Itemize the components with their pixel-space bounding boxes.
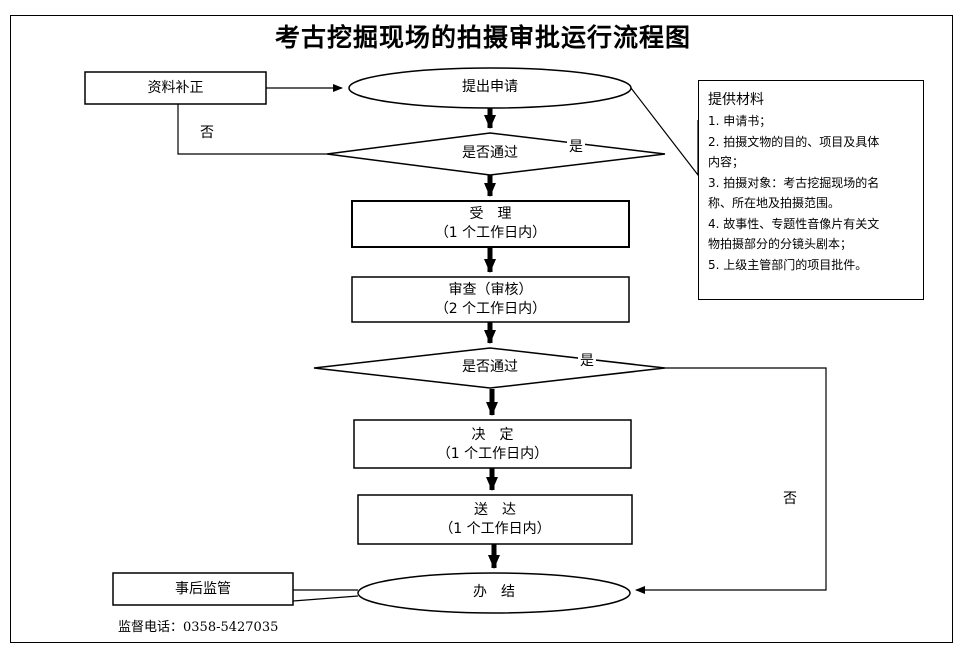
check1-label: 是否通过 bbox=[462, 145, 518, 161]
supervision-phone: 监督电话：0358-5427035 bbox=[118, 620, 279, 635]
decide-label: 决 定 （1 个工作日内） bbox=[354, 426, 631, 464]
materials-item: 4. 故事性、专题性音像片有关文 bbox=[708, 216, 880, 231]
materials-item: 1. 申请书； bbox=[708, 114, 772, 128]
materials-box: 提供材料 1. 申请书； 2. 拍摄文物的目的、项目及具体 内容； 3. 拍摄对… bbox=[698, 80, 924, 300]
materials-item: 2. 拍摄文物的目的、项目及具体 bbox=[708, 134, 880, 149]
materials-heading: 提供材料 bbox=[708, 92, 764, 108]
yes-label-1: 是 bbox=[567, 136, 585, 156]
finish-node bbox=[357, 572, 631, 614]
materials-item: 5. 上级主管部门的项目批件。 bbox=[708, 257, 868, 272]
decide-duration: （1 个工作日内） bbox=[436, 446, 549, 462]
review-node bbox=[351, 276, 630, 323]
materials-item: 称、所在地及拍摄范围。 bbox=[708, 196, 841, 210]
decide-node bbox=[353, 419, 632, 469]
thin-connectors bbox=[177, 84, 827, 602]
deliver-duration: （1 个工作日内） bbox=[439, 521, 551, 537]
supervise-label: 事后监管 bbox=[175, 581, 231, 597]
supplement-label: 资料补正 bbox=[147, 80, 204, 96]
apply-label: 提出申请 bbox=[462, 79, 518, 95]
check2-label: 是否通过 bbox=[462, 359, 518, 375]
yes-label-2: 是 bbox=[578, 350, 596, 370]
accept-label: 受 理 （1 个工作日内） bbox=[352, 205, 629, 243]
review-title: 审查（审核） bbox=[448, 282, 533, 298]
supplement-node bbox=[84, 71, 267, 105]
deliver-title: 送 达 bbox=[474, 502, 516, 518]
no-label-1: 否 bbox=[200, 125, 214, 141]
materials-item: 3. 拍摄对象：考古挖掘现场的名 bbox=[708, 175, 880, 190]
decide-title: 决 定 bbox=[471, 427, 514, 443]
review-duration: （2 个工作日内） bbox=[434, 301, 547, 317]
accept-title: 受 理 bbox=[469, 206, 512, 222]
page-border bbox=[10, 15, 953, 643]
materials-item: 物拍摄部分的分镜头剧本； bbox=[708, 237, 853, 251]
deliver-label: 送 达 （1 个工作日内） bbox=[358, 501, 632, 539]
review-label: 审查（审核） （2 个工作日内） bbox=[352, 281, 629, 319]
finish-label: 办 结 bbox=[473, 584, 515, 600]
no-label-2: 否 bbox=[783, 491, 797, 507]
deliver-node bbox=[357, 494, 633, 545]
materials-callout bbox=[630, 87, 699, 177]
materials-item: 内容； bbox=[708, 155, 745, 169]
accept-node bbox=[351, 200, 630, 248]
main-flow-arrows bbox=[484, 108, 500, 569]
check1-decision bbox=[326, 132, 666, 176]
accept-duration: （1 个工作日内） bbox=[434, 225, 547, 241]
supervise-node bbox=[112, 572, 294, 606]
page-title: 考古挖掘现场的拍摄审批运行流程图 bbox=[274, 23, 691, 52]
